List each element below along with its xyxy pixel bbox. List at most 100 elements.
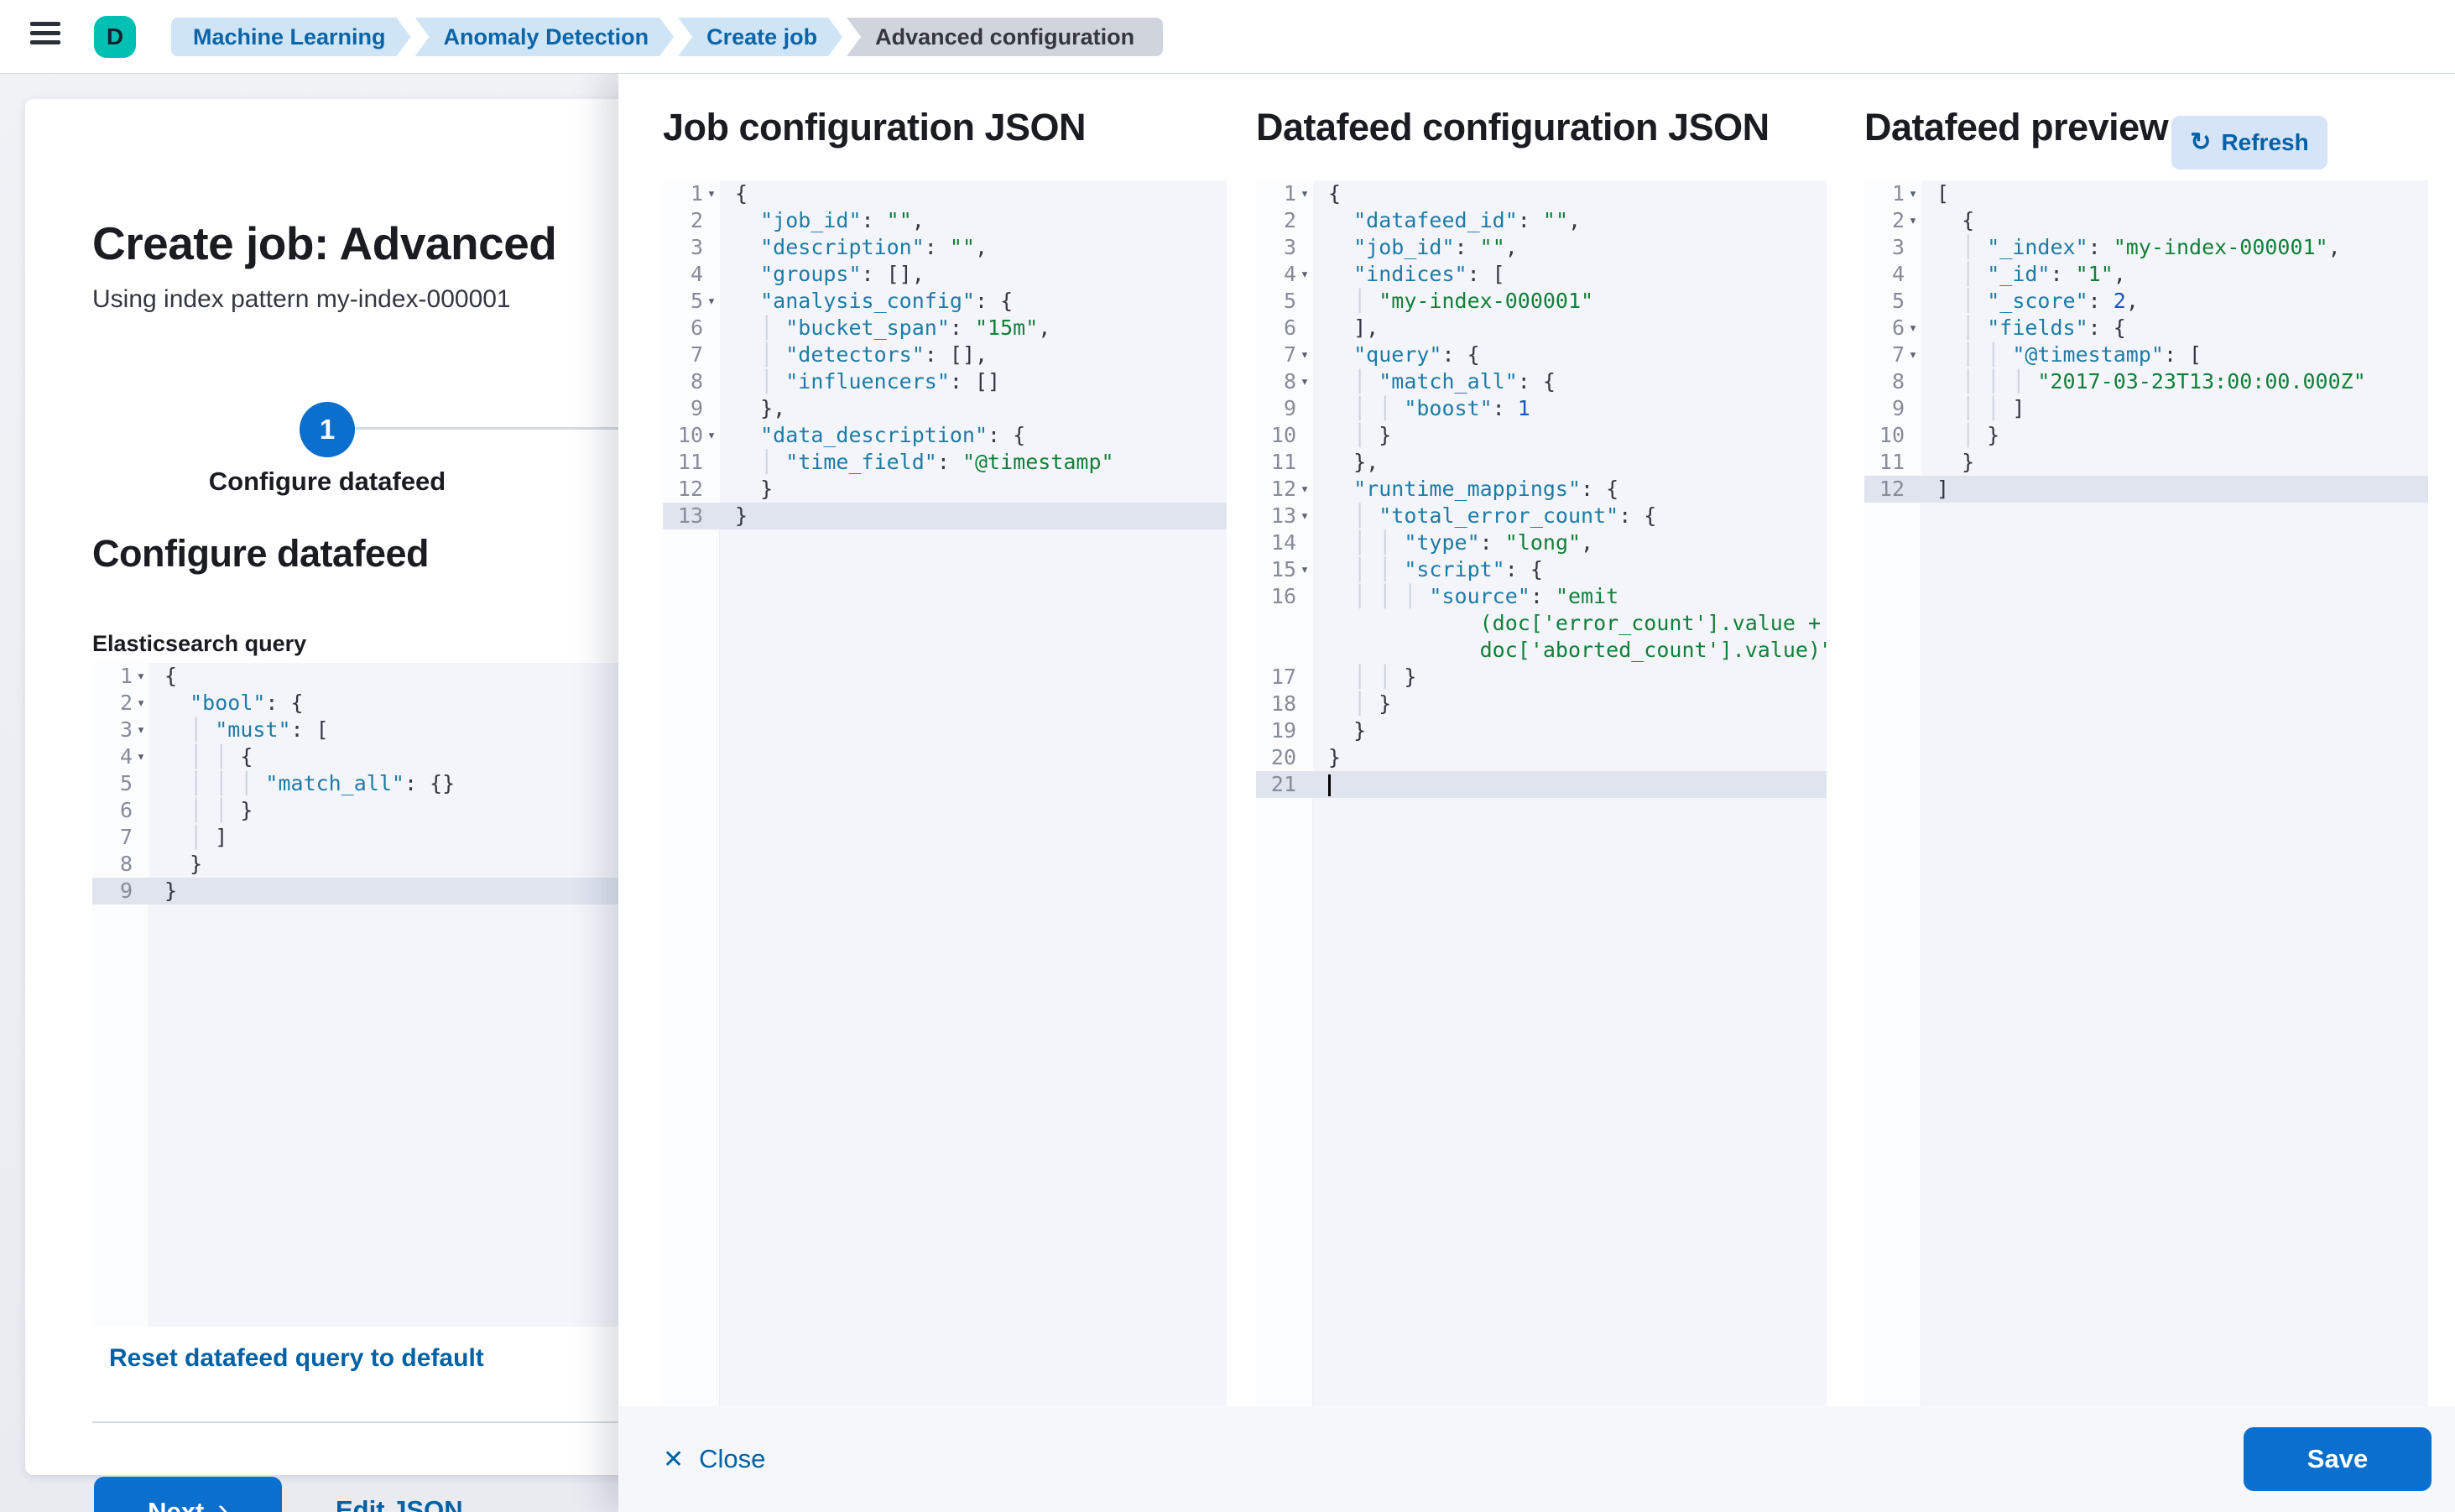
code-line[interactable]: 3▾ │ "must": [ [92, 717, 648, 743]
save-button[interactable]: Save [2244, 1427, 2432, 1491]
code-line[interactable]: 2▾ { [1864, 207, 2428, 234]
code-line[interactable]: 8 } [92, 851, 648, 878]
line-number: 10▾ [663, 422, 720, 449]
line-number: 14 [1256, 529, 1313, 556]
fold-toggle-icon[interactable]: ▾ [1908, 347, 1918, 363]
code-line[interactable]: 4 │ "_id": "1", [1864, 261, 2428, 288]
code-line[interactable]: 6 ], [1256, 315, 1827, 342]
code-line[interactable]: 2 "datafeed_id": "", [1256, 207, 1827, 234]
fold-toggle-icon[interactable]: ▾ [1300, 185, 1310, 202]
fold-toggle-icon[interactable]: ▾ [1908, 320, 1918, 336]
code-line[interactable]: 5 │ "my-index-000001" [1256, 288, 1827, 315]
code-line-active[interactable]: 13} [663, 503, 1227, 529]
code-line[interactable]: 4 "groups": [], [663, 261, 1227, 288]
line-number: 11 [663, 449, 720, 476]
code-line[interactable]: 7▾ "query": { [1256, 342, 1827, 368]
code-line[interactable]: 7▾ │ │ "@timestamp": [ [1864, 342, 2428, 368]
code-line[interactable]: 4▾ │ │ { [92, 743, 648, 770]
menu-icon[interactable] [30, 22, 64, 52]
code-line[interactable]: 12▾ "runtime_mappings": { [1256, 476, 1827, 503]
fold-toggle-icon[interactable]: ▾ [1300, 561, 1310, 578]
code-line[interactable]: 9 │ │ ] [1864, 395, 2428, 422]
code-line[interactable]: 6 │ "bucket_span": "15m", [663, 315, 1227, 342]
next-button[interactable]: Next › [94, 1477, 282, 1512]
fold-toggle-icon[interactable]: ▾ [706, 293, 717, 310]
code-line[interactable]: 4▾ "indices": [ [1256, 261, 1827, 288]
step-1-indicator[interactable]: 1 [300, 402, 355, 457]
code-line[interactable]: 11 } [1864, 449, 2428, 476]
code-line[interactable]: 1▾{ [663, 180, 1227, 207]
code-line[interactable]: 1▾{ [1256, 180, 1827, 207]
fold-toggle-icon[interactable]: ▾ [136, 668, 146, 685]
breadcrumb-machine-learning[interactable]: Machine Learning [171, 18, 411, 56]
code-line[interactable]: 2 "job_id": "", [663, 207, 1227, 234]
code-line[interactable]: 10 │ } [1864, 422, 2428, 449]
datafeed-preview-editor[interactable]: 1▾[2▾ {3 │ "_index": "my-index-000001",4… [1864, 180, 2428, 1406]
line-number: 1▾ [1256, 180, 1313, 207]
code-line[interactable]: 5▾ "analysis_config": { [663, 288, 1227, 315]
reset-datafeed-query-link[interactable]: Reset datafeed query to default [109, 1344, 484, 1372]
code-line[interactable]: 16 │ │ │ "source": "emit [1256, 583, 1827, 610]
fold-toggle-icon[interactable]: ▾ [136, 695, 146, 712]
code-line[interactable]: 8 │ │ │ "2017-03-23T13:00:00.000Z" [1864, 368, 2428, 395]
code-line[interactable]: 14 │ │ "type": "long", [1256, 529, 1827, 556]
fold-toggle-icon[interactable]: ▾ [1300, 373, 1310, 390]
code-line[interactable]: 1▾{ [92, 663, 648, 690]
code-line[interactable]: 1▾[ [1864, 180, 2428, 207]
code-line[interactable]: 3 "description": "", [663, 234, 1227, 261]
code-line-active[interactable]: 21 [1256, 771, 1827, 798]
code-line[interactable]: 12 } [663, 476, 1227, 503]
code-line[interactable]: 13▾ │ "total_error_count": { [1256, 503, 1827, 529]
datafeed-config-editor[interactable]: 1▾{2 "datafeed_id": "",3 "job_id": "",4▾… [1256, 180, 1827, 1406]
fold-toggle-icon[interactable]: ▾ [136, 722, 146, 738]
fold-toggle-icon[interactable]: ▾ [1300, 266, 1310, 283]
code-line[interactable]: 10 │ } [1256, 422, 1827, 449]
code-line[interactable]: 11 }, [1256, 449, 1827, 476]
code-line[interactable]: 20} [1256, 744, 1827, 771]
breadcrumb-anomaly-detection[interactable]: Anomaly Detection [415, 18, 675, 56]
fold-toggle-icon[interactable]: ▾ [1908, 212, 1918, 229]
close-button[interactable]: ✕ Close [663, 1444, 765, 1474]
job-config-editor[interactable]: 1▾{2 "job_id": "",3 "description": "",4 … [663, 180, 1227, 1406]
code-line[interactable]: 6 │ │ } [92, 797, 648, 824]
fold-toggle-icon[interactable]: ▾ [1908, 185, 1918, 202]
breadcrumb-create-job[interactable]: Create job [678, 18, 842, 56]
line-number: 9 [92, 878, 149, 905]
space-avatar[interactable]: D [94, 16, 136, 58]
code-line[interactable]: 8▾ │ "match_all": { [1256, 368, 1827, 395]
fold-toggle-icon[interactable]: ▾ [136, 748, 146, 765]
code-line[interactable]: 2▾ "bool": { [92, 690, 648, 717]
code-line[interactable]: 9 }, [663, 395, 1227, 422]
line-number: 8 [663, 368, 720, 395]
fold-toggle-icon[interactable]: ▾ [1300, 347, 1310, 363]
code-line[interactable]: doc['aborted_count'].value)" [1256, 637, 1827, 664]
code-line[interactable]: 19 } [1256, 717, 1827, 744]
code-line-active[interactable]: 12] [1864, 476, 2428, 503]
code-line[interactable]: 5 │ "_score": 2, [1864, 288, 2428, 315]
edit-json-link[interactable]: Edit JSON [336, 1495, 463, 1512]
code-line[interactable]: 11 │ "time_field": "@timestamp" [663, 449, 1227, 476]
fold-toggle-icon[interactable]: ▾ [1300, 508, 1310, 524]
code-line[interactable]: 9 │ │ "boost": 1 [1256, 395, 1827, 422]
code-line[interactable]: 10▾ "data_description": { [663, 422, 1227, 449]
code-line[interactable]: 3 │ "_index": "my-index-000001", [1864, 234, 2428, 261]
code-line[interactable]: 15▾ │ │ "script": { [1256, 556, 1827, 583]
line-number: 3 [1256, 234, 1313, 261]
code-line[interactable]: 6▾ │ "fields": { [1864, 315, 2428, 342]
refresh-button[interactable]: ↻ Refresh [2171, 116, 2327, 169]
job-configuration-json-title: Job configuration JSON [663, 106, 1087, 149]
code-line[interactable]: 7 │ ] [92, 824, 648, 851]
code-line[interactable]: 18 │ } [1256, 691, 1827, 717]
code-line[interactable]: 3 "job_id": "", [1256, 234, 1827, 261]
code-line[interactable]: (doc['error_count'].value + [1256, 610, 1827, 637]
line-number: 2▾ [92, 690, 149, 717]
code-line-active[interactable]: 9} [92, 878, 648, 905]
code-line[interactable]: 7 │ "detectors": [], [663, 342, 1227, 368]
fold-toggle-icon[interactable]: ▾ [1300, 481, 1310, 498]
elasticsearch-query-editor[interactable]: 1▾{2▾ "bool": {3▾ │ "must": [4▾ │ │ {5 │… [92, 663, 648, 1327]
fold-toggle-icon[interactable]: ▾ [706, 427, 717, 444]
code-line[interactable]: 17 │ │ } [1256, 664, 1827, 691]
code-line[interactable]: 8 │ "influencers": [] [663, 368, 1227, 395]
code-line[interactable]: 5 │ │ │ "match_all": {} [92, 770, 648, 797]
fold-toggle-icon[interactable]: ▾ [706, 185, 717, 202]
